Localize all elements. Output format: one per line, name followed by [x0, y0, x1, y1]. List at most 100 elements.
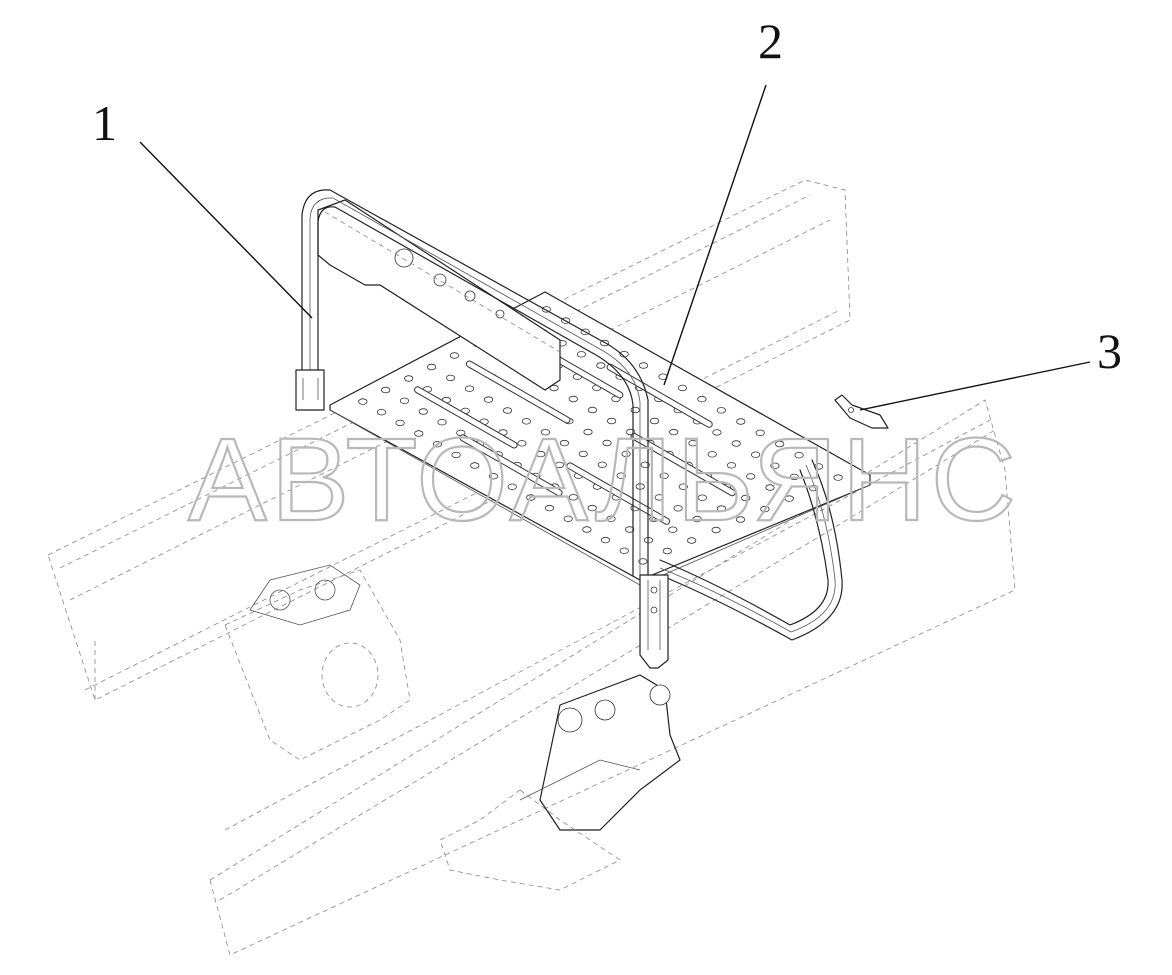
platform-hole — [716, 407, 726, 414]
callout-3: 3 — [1097, 323, 1122, 379]
step-platform — [329, 291, 871, 586]
platform-hole — [712, 429, 722, 436]
platform-hole — [619, 547, 629, 554]
platform-hole — [536, 450, 546, 458]
platform-hole — [517, 440, 527, 447]
leader-line-1 — [139, 141, 313, 319]
platform-hole — [568, 395, 578, 403]
platform-hole — [449, 352, 460, 359]
platform-slot — [607, 364, 712, 427]
platform-hole — [649, 417, 660, 425]
platform-hole — [596, 362, 606, 369]
platform-hole — [587, 406, 598, 414]
platform-hole — [669, 428, 679, 436]
platform-hole — [784, 495, 794, 502]
platform-hole — [659, 472, 669, 479]
platform-hole — [716, 505, 727, 512]
platform-hole — [726, 462, 737, 469]
platform-hole — [587, 504, 597, 512]
platform-hole — [376, 409, 387, 416]
platform-hole — [582, 526, 592, 533]
platform-hole — [621, 450, 631, 458]
platform-hole — [568, 494, 579, 501]
platform-hole — [735, 516, 746, 523]
platform-hole — [404, 375, 414, 382]
platform-hole — [750, 451, 761, 458]
platform-hole — [521, 418, 532, 425]
mounting-bracket-plate — [317, 199, 561, 391]
platform-hole — [563, 515, 573, 522]
platform-hole — [606, 417, 617, 425]
platform-hole — [678, 483, 688, 490]
platform-hole — [488, 473, 499, 480]
platform-hole — [775, 440, 785, 448]
platform-hole — [600, 536, 611, 544]
platform-hole — [432, 441, 443, 448]
platform-hole — [414, 430, 424, 437]
platform-hole — [437, 419, 447, 426]
platform-slot — [415, 387, 517, 448]
spring-bracket-lower — [439, 674, 681, 891]
platform-hole — [677, 384, 688, 392]
platform-hole — [606, 515, 616, 522]
platform-hole — [451, 451, 461, 459]
platform-hole — [418, 408, 428, 415]
platform-hole — [483, 396, 494, 403]
platform-hole — [544, 504, 555, 512]
platform-hole — [616, 472, 626, 479]
platform-hole — [688, 440, 698, 447]
platform-hole — [731, 440, 741, 447]
platform-hole — [707, 451, 717, 458]
platform-hole — [358, 398, 368, 405]
platform-hole — [464, 385, 475, 392]
callout-1: 1 — [92, 95, 117, 151]
platform-hole — [640, 461, 650, 468]
platform-hole — [381, 386, 391, 394]
platform-hole — [654, 494, 664, 501]
platform-hole — [765, 484, 775, 491]
platform-hole — [794, 452, 804, 459]
platform-slot — [567, 463, 670, 524]
platform-hole — [549, 384, 559, 392]
platform-hole — [741, 494, 751, 502]
platform-hole — [662, 547, 672, 555]
leader-line-3 — [859, 361, 1091, 411]
lower-handrail-loop — [659, 459, 843, 641]
platform-slot — [631, 433, 735, 496]
platform-hole — [760, 505, 770, 513]
platform-hole — [630, 406, 640, 414]
platform-hole — [540, 429, 551, 436]
platform-hole — [445, 374, 456, 382]
platform-hole — [697, 395, 707, 403]
platform-hole — [602, 439, 612, 447]
platform-hole — [559, 439, 570, 447]
handrail-tube — [295, 189, 649, 576]
platform-hole — [426, 363, 437, 371]
platform-hole — [746, 473, 756, 480]
platform-hole — [638, 558, 648, 565]
platform-hole — [697, 494, 707, 501]
platform-hole — [638, 362, 649, 369]
platform-slot — [466, 361, 570, 423]
platform-hole — [692, 515, 702, 523]
leader-line-2 — [663, 84, 767, 386]
platform-hole — [507, 483, 517, 490]
clip-part — [834, 394, 889, 429]
platform-slot — [460, 435, 562, 496]
platform-hole — [687, 537, 697, 544]
handrail-lower-leg — [639, 574, 669, 669]
platform-hole — [526, 494, 536, 501]
platform-hole — [668, 526, 678, 533]
platform-hole — [711, 526, 721, 534]
platform-hole — [625, 526, 635, 533]
watermark-text: АВТОАЛЬЯНС — [188, 414, 1020, 546]
platform-hole — [770, 462, 780, 469]
platform-hole — [399, 397, 410, 404]
platform-hole — [736, 418, 746, 425]
spring-bracket-upper — [224, 564, 411, 761]
callout-2: 2 — [758, 13, 783, 69]
platform-hole — [833, 474, 843, 481]
platform-hole — [583, 428, 593, 436]
platform-hole — [597, 461, 607, 468]
